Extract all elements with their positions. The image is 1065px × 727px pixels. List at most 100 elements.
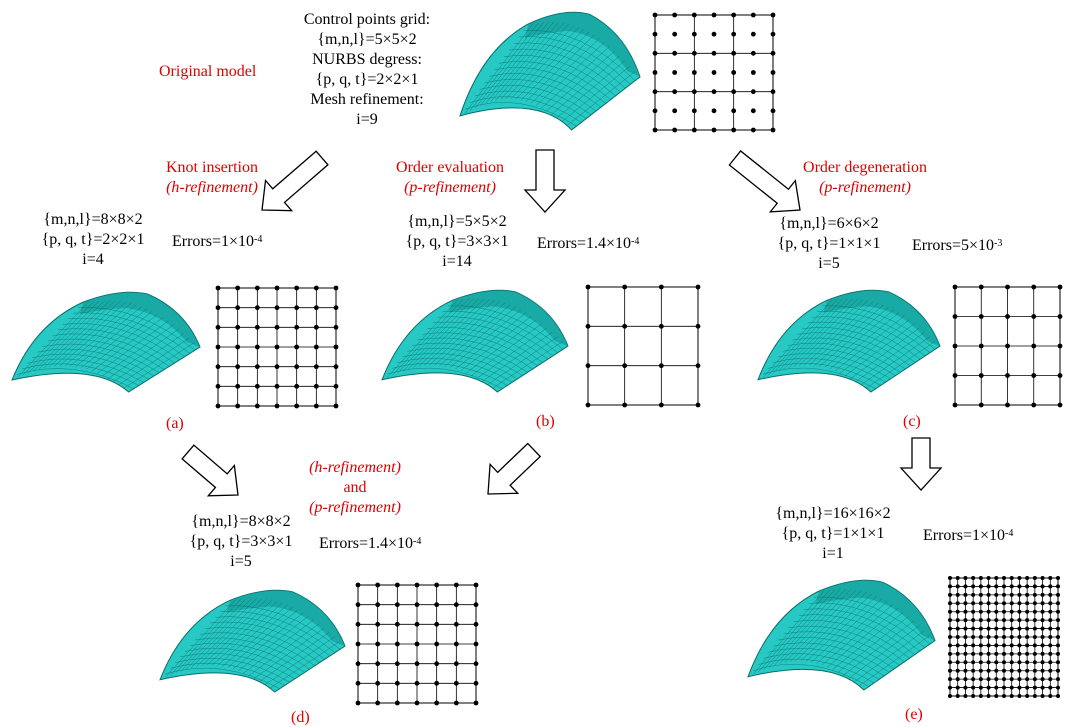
shell-e-mesh-line	[773, 642, 890, 673]
shell-d-mesh-line	[170, 599, 241, 676]
grid-e-control-point	[955, 643, 960, 648]
grid-e-control-point	[971, 576, 976, 580]
grid-e-control-point	[994, 618, 999, 623]
original-params: Control points grid: {m,n,l}=5×5×2 NURBS…	[282, 10, 452, 130]
shell-d-mesh-line	[258, 632, 330, 683]
shell-d-mesh-line	[196, 599, 267, 667]
grid-original-control-point	[691, 127, 697, 133]
shell-c-mesh-line	[845, 323, 915, 377]
grid-c-control-point	[1031, 314, 1037, 319]
grid-e-control-point	[986, 601, 991, 606]
grid-d-control-point	[355, 680, 361, 686]
case-c-i: i=5	[818, 255, 840, 272]
grid-c-control-point	[978, 314, 984, 319]
grid-e-control-point	[1056, 584, 1060, 589]
shell-a-mesh-line	[54, 301, 126, 367]
case-a-error-base: Errors=1×10	[172, 233, 255, 250]
shell-a-mesh-line	[117, 337, 190, 386]
case-d-pqt: {p, q, t}=3×3×1	[189, 533, 293, 550]
shell-original-mesh-line	[566, 71, 636, 127]
branch-p-deg-label: Order degeneration (p-refinement)	[785, 158, 945, 198]
grid-e-control-point	[978, 685, 983, 690]
grid-c-control-point	[978, 373, 984, 378]
original-line-1: Control points grid:	[303, 11, 431, 28]
grid-e-control-point	[1009, 635, 1014, 639]
grid-e-control-point	[948, 592, 952, 597]
shell-c-mesh-line	[792, 337, 906, 370]
grid-e-control-point	[986, 635, 991, 639]
grid-e-control-point	[963, 685, 968, 690]
shell-a-mesh-line	[27, 300, 100, 374]
shell-e-mesh-line	[842, 620, 915, 676]
grid-d-control-point	[473, 621, 479, 627]
grid-c-control-point	[978, 284, 984, 290]
grid-e-control-point	[955, 694, 960, 698]
shell-b-mesh-line	[470, 323, 542, 377]
grid-e-control-point	[963, 677, 968, 682]
grid-a-control-point	[313, 324, 319, 330]
grid-e-control-point	[1040, 592, 1045, 597]
grid-e-control-point	[1002, 660, 1006, 665]
grid-d-control-point	[355, 700, 361, 706]
shell-original-mesh-line	[475, 22, 544, 109]
grid-e-control-point	[1040, 626, 1045, 631]
grid-b-control-point	[695, 284, 701, 290]
shell-e-mesh-line	[778, 636, 895, 669]
shell-c-mesh-line	[773, 298, 843, 374]
grid-b-frame	[587, 286, 699, 406]
grid-original-control-point	[691, 31, 697, 37]
grid-d-control-point	[453, 700, 459, 706]
grid-b-control-point	[622, 402, 628, 408]
grid-c-control-point	[1057, 373, 1063, 378]
grid-e-control-point	[978, 626, 983, 631]
grid-c-control-point	[978, 402, 984, 408]
shell-b-mesh-line	[402, 298, 474, 372]
shell-original-mesh-line	[508, 48, 621, 93]
case-e-errors: Errors=1×10-4	[923, 526, 1013, 546]
shell-b-mesh-line	[407, 347, 523, 376]
shell-original-mesh-line	[520, 31, 590, 101]
grid-e-control-point	[1017, 660, 1022, 665]
shell-original-mesh-line	[551, 55, 620, 115]
grid-b-control-point	[695, 363, 701, 369]
grid-original-control-point	[750, 12, 756, 18]
shell-d-mesh-line	[248, 623, 320, 677]
grid-e-control-point	[978, 576, 983, 580]
grid-d-control-point	[375, 621, 381, 627]
shell-c-mesh-line	[850, 327, 920, 379]
grid-original-control-point	[750, 127, 756, 133]
grid-e-control-point	[1056, 592, 1060, 597]
grid-c-control-point	[1031, 284, 1037, 290]
grid-d-control-point	[473, 641, 479, 647]
grid-e-control-point	[971, 677, 976, 682]
shell-d-mesh-line	[238, 615, 309, 672]
grid-a-control-point	[215, 344, 221, 350]
grid-e-control-point	[1002, 609, 1006, 614]
grid-e-control-point	[1040, 668, 1045, 673]
grid-e-control-point	[994, 677, 999, 682]
shell-e-mesh-line	[774, 589, 846, 666]
grid-e-control-point	[994, 609, 999, 614]
grid-c-control-point	[1005, 314, 1010, 319]
case-e-params: {m,n,l}=16×16×2 {p, q, t}=1×1×1 i=1	[758, 504, 908, 564]
case-e-tag: (e)	[905, 706, 923, 723]
grid-a-control-point	[274, 344, 280, 350]
grid-e-control-point	[955, 626, 960, 631]
grid-e-control-point	[1056, 660, 1060, 665]
grid-e-control-point	[1017, 694, 1022, 698]
grid-a-control-point	[313, 305, 319, 311]
grid-e-control-point	[1032, 685, 1037, 690]
grid-b-control-point	[658, 402, 664, 408]
grid-b-control-point	[622, 323, 628, 329]
shell-e-mesh-line	[768, 589, 841, 668]
grid-d-control-point	[434, 661, 440, 667]
grid-e-control-point	[1002, 618, 1006, 623]
arrow-c-to-e	[899, 437, 943, 491]
case-d-errors: Errors=1.4×10-4	[319, 534, 421, 554]
shell-original-mesh-line	[490, 22, 560, 103]
grid-e-control-point	[978, 618, 983, 623]
shell-e-mesh-line	[816, 601, 888, 664]
original-line-3: NURBS degress:	[312, 51, 422, 68]
shell-b-mesh-line	[427, 327, 543, 363]
